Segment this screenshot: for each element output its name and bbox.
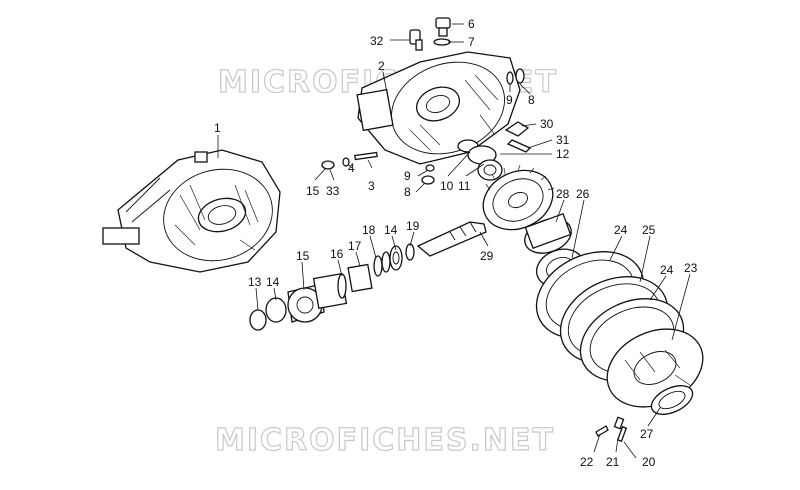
seal-part-27 (650, 385, 694, 415)
pinion-bearing-stack (249, 243, 415, 331)
callout-7: 7 (468, 35, 475, 49)
callout-9-left: 9 (404, 169, 411, 183)
screw-parts-20-21-22 (595, 416, 628, 443)
callout-24-upper: 24 (614, 223, 628, 237)
callout-11: 11 (458, 179, 471, 193)
part-14-left (265, 297, 287, 323)
rear-housing-part (102, 149, 281, 273)
callout-13: 13 (248, 275, 262, 289)
callout-29: 29 (480, 249, 494, 263)
callout-4: 4 (348, 161, 355, 175)
callout-2: 2 (378, 59, 385, 73)
callout-15-top: 15 (306, 184, 320, 198)
callout-10: 10 (440, 179, 454, 193)
part-16 (337, 273, 347, 299)
callout-3: 3 (368, 179, 375, 193)
callout-6: 6 (468, 17, 475, 31)
leader-lines (217, 23, 691, 459)
callout-32: 32 (370, 34, 384, 48)
bracket-part-30 (504, 121, 530, 137)
callout-33: 33 (326, 184, 340, 198)
callout-19: 19 (406, 219, 420, 233)
nut-parts-8-9-right (506, 68, 525, 85)
nut-parts-8-9-left (421, 164, 435, 185)
stud-nut-parts-3-4-33-15 (321, 151, 378, 170)
breather-part-32 (409, 29, 423, 51)
callout-18: 18 (362, 223, 376, 237)
callout-14-left: 14 (266, 275, 280, 289)
plug-part-6 (435, 17, 451, 37)
callout-1: 1 (214, 121, 221, 135)
callout-27: 27 (640, 427, 654, 441)
callout-30: 30 (540, 117, 554, 131)
callout-17: 17 (348, 239, 362, 253)
callout-8-right: 8 (528, 93, 535, 107)
pinion-shaft-part (416, 221, 487, 257)
callout-28: 28 (556, 187, 570, 201)
callout-25: 25 (642, 223, 656, 237)
callout-9-right: 9 (506, 93, 513, 107)
bolt-part-31 (506, 139, 532, 153)
callout-23: 23 (684, 261, 698, 275)
callout-31: 31 (556, 133, 570, 147)
callout-16: 16 (330, 247, 344, 261)
callout-24-lower: 24 (660, 263, 674, 277)
callout-8-left: 8 (404, 185, 411, 199)
rings-parts-10-11-12 (457, 139, 503, 181)
callout-22: 22 (580, 455, 594, 469)
washer-part-7 (433, 38, 451, 46)
callout-14-right: 14 (384, 223, 398, 237)
callout-12: 12 (556, 147, 570, 161)
watermark-bottom: MICROFICHES.NET (215, 423, 555, 458)
callout-21: 21 (606, 455, 620, 469)
callout-15-bottom: 15 (296, 249, 310, 263)
callout-26: 26 (576, 187, 590, 201)
part-13 (249, 309, 267, 331)
part-14-right (389, 245, 403, 271)
part-19 (405, 243, 415, 261)
callout-20: 20 (642, 455, 656, 469)
callout-labels: 1 2 3 4 33 15 32 6 7 9 8 30 31 12 9 8 10… (214, 17, 698, 469)
